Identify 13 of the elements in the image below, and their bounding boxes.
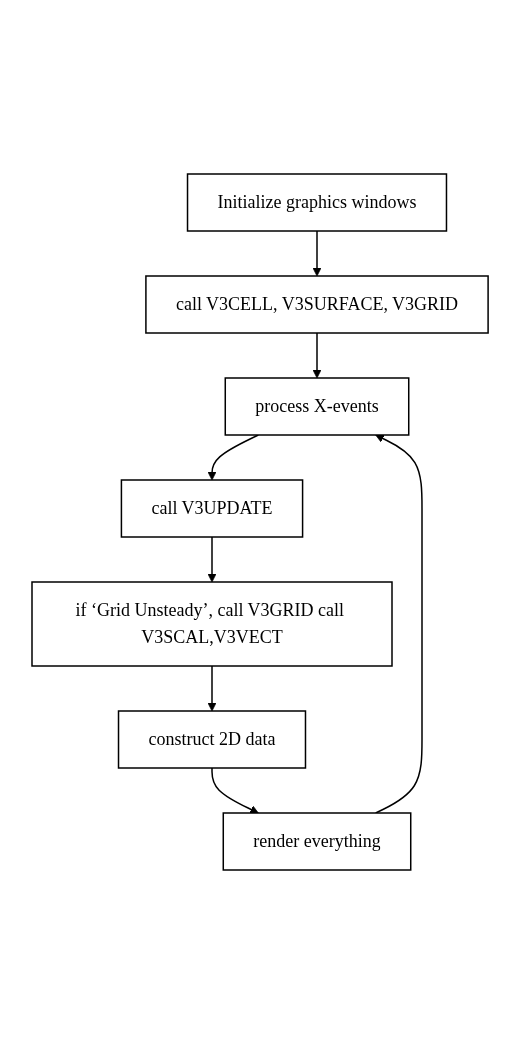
node-box: Initialize graphics windows	[186, 173, 448, 232]
arrow	[312, 230, 322, 277]
arrow	[211, 767, 259, 814]
node-box: call V3UPDATE	[120, 479, 304, 538]
node-box: if ‘Grid Unsteady’, call V3GRID call V3SCAL,V3VECT	[31, 581, 393, 667]
node-box: call V3CELL, V3SURFACE, V3GRID	[145, 275, 489, 334]
node-box: process X-events	[224, 377, 410, 436]
arrow	[207, 665, 217, 712]
arrow	[312, 332, 322, 379]
arrow	[374, 434, 423, 814]
arrow	[207, 536, 217, 583]
node-box: construct 2D data	[117, 710, 307, 769]
node-box: render everything	[222, 812, 412, 871]
